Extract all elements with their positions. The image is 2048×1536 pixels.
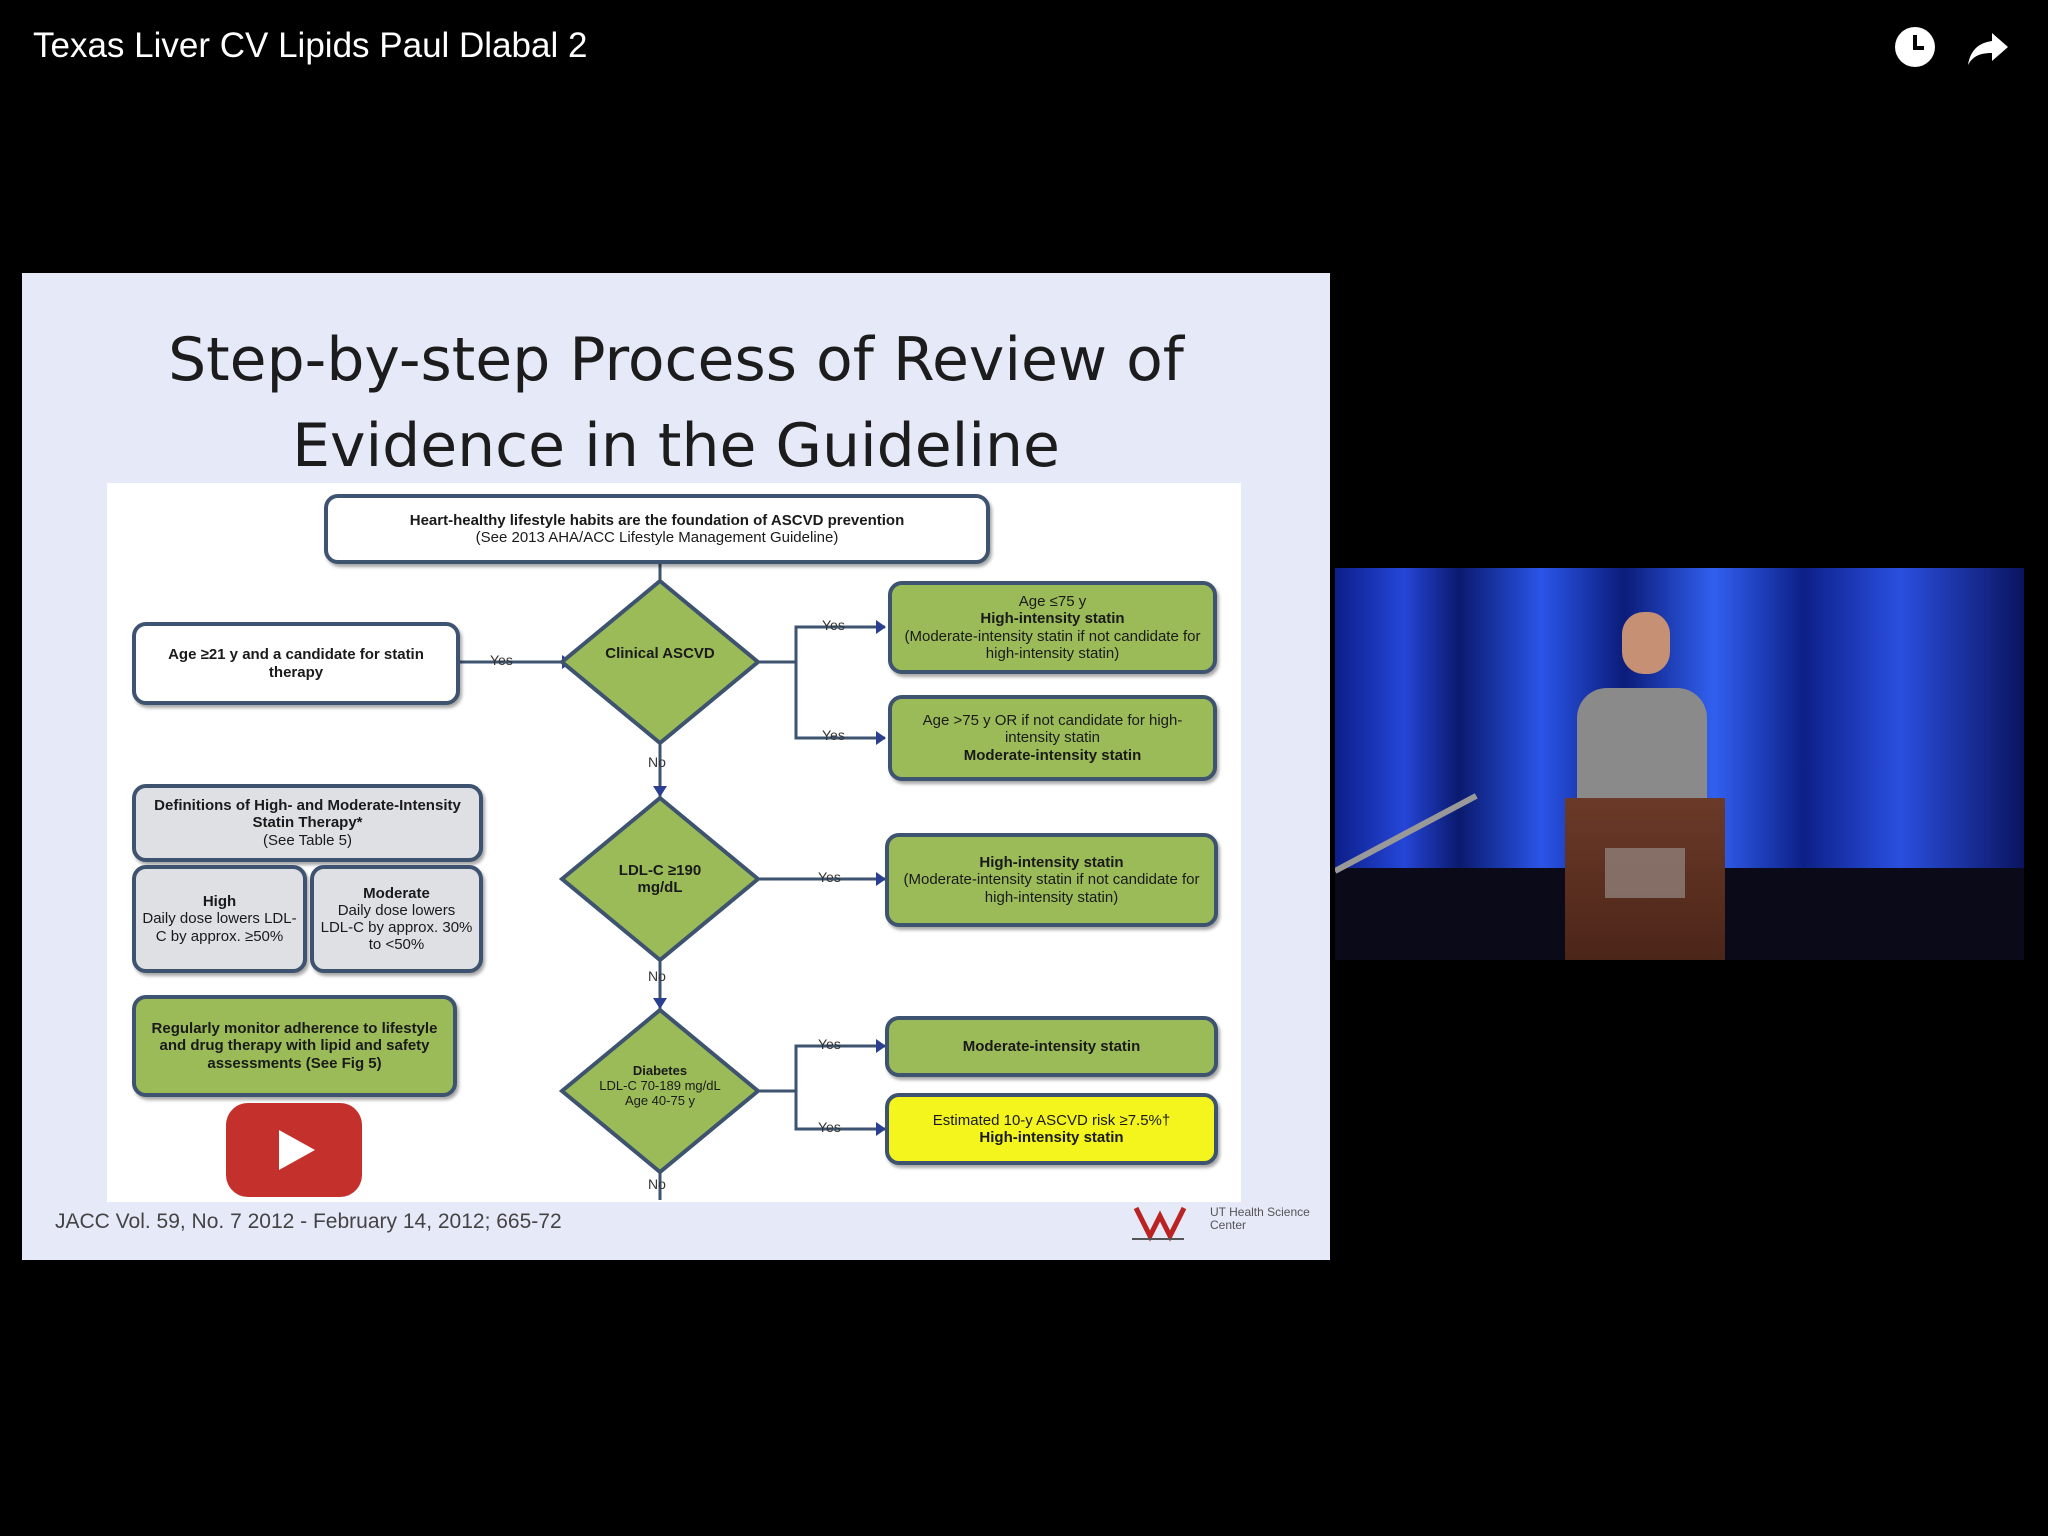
speaker-body <box>1577 688 1707 798</box>
play-icon <box>279 1130 315 1170</box>
result-box-4: Moderate-intensity statin <box>885 1016 1218 1077</box>
r5-line2: High-intensity statin <box>979 1129 1124 1146</box>
d3-line1: Diabetes <box>632 1063 688 1078</box>
high-title: High <box>202 893 237 911</box>
monitor-box: Regularly monitor adherence to lifestyle… <box>132 995 457 1097</box>
no-label: No <box>648 968 666 984</box>
diamond-clinical-ascvd <box>558 578 762 746</box>
diamond1-label: Clinical ASCVD <box>605 645 715 662</box>
slide-title-line2: Evidence in the Guideline <box>292 411 1060 481</box>
yes-label: Yes <box>822 617 845 633</box>
lifestyle-line2: (See 2013 AHA/ACC Lifestyle Management G… <box>475 529 839 546</box>
play-button[interactable] <box>226 1103 362 1197</box>
moderate-text: Daily dose lowers LDL-C by approx. 30% t… <box>320 901 473 954</box>
citation: JACC Vol. 59, No. 7 2012 - February 14, … <box>55 1210 562 1233</box>
moderate-title: Moderate <box>363 884 430 902</box>
r3-line2: (Moderate-intensity statin if not candid… <box>903 871 1200 906</box>
result-box-3: High-intensity statin(Moderate-intensity… <box>885 833 1218 927</box>
definitions-box: Definitions of High- and Moderate-Intens… <box>132 784 483 862</box>
high-text: Daily dose lowers LDL-C by approx. ≥50% <box>142 910 297 945</box>
diamond-ldl <box>558 795 762 963</box>
r1-line1: Age ≤75 y <box>1018 593 1087 610</box>
institution-logo: UT Health Science Center <box>1128 1198 1318 1248</box>
slide-title-line1: Step-by-step Process of Review of <box>168 325 1184 395</box>
clock-icon[interactable] <box>1893 25 1937 69</box>
result-box-5: Estimated 10-y ASCVD risk ≥7.5%†High-int… <box>885 1093 1218 1165</box>
definitions-ref: (See Table 5) <box>263 831 352 849</box>
no-label: No <box>648 1176 666 1192</box>
share-icon[interactable] <box>1966 25 2010 69</box>
age-box: Age ≥21 y and a candidate for statin the… <box>132 622 460 705</box>
yes-label: Yes <box>822 727 845 743</box>
d3-line2: LDL-C 70-189 mg/dL <box>599 1077 721 1093</box>
r2-line1: Age >75 y OR if not candidate for high-i… <box>922 712 1183 747</box>
r3-line1: High-intensity statin <box>979 854 1124 872</box>
r5-line1: Estimated 10-y ASCVD risk ≥7.5%† <box>932 1111 1171 1129</box>
diamond-diabetes <box>558 1007 762 1175</box>
lifestyle-line1: Heart-healthy lifestyle habits are the f… <box>409 511 905 529</box>
r1-line2: High-intensity statin <box>980 610 1125 628</box>
d3-line3: Age 40-75 y <box>624 1092 696 1108</box>
logo-text: UT Health Science Center <box>1210 1205 1310 1233</box>
r1-line3: (Moderate-intensity statin if not candid… <box>904 627 1201 662</box>
no-label: No <box>648 754 666 770</box>
definitions-title: Definitions of High- and Moderate-Intens… <box>154 797 461 832</box>
yes-label: Yes <box>818 869 841 885</box>
yes-label: Yes <box>818 1119 841 1135</box>
yes-label: Yes <box>490 652 513 668</box>
yes-label: Yes <box>818 1036 841 1052</box>
lifestyle-box: Heart-healthy lifestyle habits are the f… <box>324 494 990 564</box>
diamond2-label: LDL-C ≥190 mg/dL <box>618 862 702 897</box>
r2-line2: Moderate-intensity statin <box>963 746 1142 764</box>
result-box-2: Age >75 y OR if not candidate for high-i… <box>888 695 1217 781</box>
speaker-head <box>1622 612 1670 674</box>
speaker-video-inset <box>1335 568 2024 960</box>
video-title[interactable]: Texas Liver CV Lipids Paul Dlabal 2 <box>33 26 588 65</box>
